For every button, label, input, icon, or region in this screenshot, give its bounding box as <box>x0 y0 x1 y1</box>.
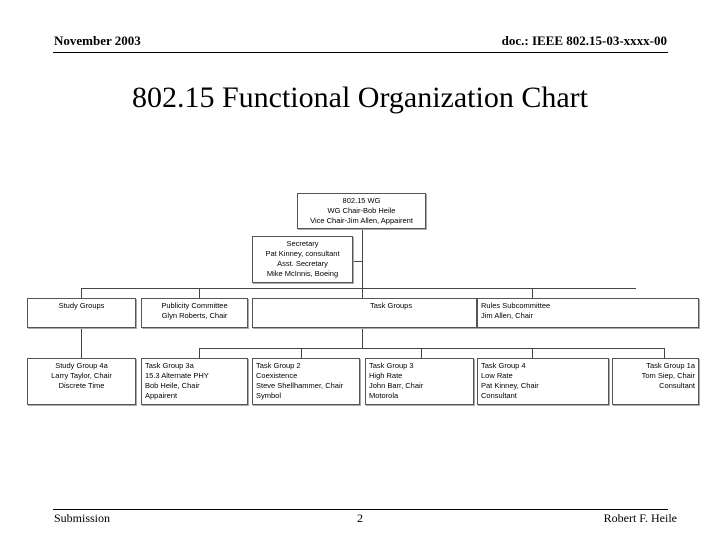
connector-line <box>532 288 533 298</box>
secretary-box: Secretary Pat Kinney, consultant Asst. S… <box>252 236 353 283</box>
box-line: Asst. Secretary <box>277 259 328 268</box>
box-line: Pat Kinney, Chair <box>481 381 539 390</box>
box-line: 15.3 Alternate PHY <box>145 371 209 380</box>
box-line: Task Groups <box>370 301 413 310</box>
connector-line <box>199 348 200 358</box>
box-line: Pat Kinney, consultant <box>265 249 340 258</box>
box-line: Glyn Roberts, Chair <box>161 311 228 320</box>
footer-author: Robert F. Heile <box>603 511 677 525</box>
box-line: Study Group 4a <box>55 361 108 370</box>
task-group-4-box: Task Group 4 Low Rate Pat Kinney, Chair … <box>477 358 609 405</box>
connector-line <box>81 328 82 358</box>
box-line: Publicity Committee <box>161 301 228 310</box>
connector-line <box>664 348 665 358</box>
footer-divider <box>53 509 668 510</box>
rules-subcommittee-box: Rules Subcommittee Jim Allen, Chair <box>477 298 699 328</box>
box-line: Symbol <box>256 391 282 400</box>
footer-submission: Submission <box>54 511 111 525</box>
task-group-3a-box: Task Group 3a 15.3 Alternate PHY Bob Hei… <box>141 358 248 405</box>
task-group-2-box: Task Group 2 Coexistence Steve Shellhamm… <box>252 358 360 405</box>
box-line: Study Groups <box>58 301 105 310</box>
connector-line <box>362 328 363 348</box>
box-line: Bob Heile, Chair <box>145 381 200 390</box>
slide-title: 802.15 Functional Organization Chart <box>131 81 589 114</box>
connector-line <box>362 229 363 298</box>
box-line: High Rate <box>369 371 403 380</box>
box-line: Task Group 2 <box>256 361 301 370</box>
box-line: Task Group 3 <box>369 361 414 370</box>
task-group-3-box: Task Group 3 High Rate John Barr, Chair … <box>365 358 474 405</box>
task-group-1a-box: Task Group 1a Tom Siep, Chair Consultant <box>612 358 699 405</box>
box-line: Steve Shellhammer, Chair <box>256 381 344 390</box>
box-line: Vice Chair-Jim Allen, Appairent <box>310 216 413 225</box>
box-line: Secretary <box>286 239 319 248</box>
connector-line <box>81 288 82 298</box>
connector-line <box>199 348 664 349</box>
box-line: Motorola <box>369 391 399 400</box>
connector-line <box>532 348 533 358</box>
box-line: WG Chair-Bob Heile <box>327 206 396 215</box>
box-line: 802.15 WG <box>342 196 381 205</box>
box-line: Task Group 3a <box>145 361 194 370</box>
box-line: Consultant <box>659 381 695 390</box>
box-line: Larry Taylor, Chair <box>51 371 112 380</box>
box-line: Mike McInnis, Boeing <box>266 269 339 278</box>
box-line: Task Group 1a <box>646 361 695 370</box>
connector-line <box>352 261 362 262</box>
study-groups-box: Study Groups <box>27 298 136 328</box>
box-line: Consultant <box>481 391 517 400</box>
box-line: John Barr, Chair <box>369 381 424 390</box>
header-date: November 2003 <box>54 33 141 48</box>
box-line: Rules Subcommittee <box>481 301 551 310</box>
connector-line <box>199 288 200 298</box>
box-line: Appairent <box>145 391 178 400</box>
box-line: Tom Siep, Chair <box>641 371 695 380</box>
page-number: 2 <box>357 511 363 525</box>
box-line: Coexistence <box>256 371 298 380</box>
connector-line <box>301 348 302 358</box>
study-group-4a-box: Study Group 4a Larry Taylor, Chair Discr… <box>27 358 136 405</box>
box-line: Jim Allen, Chair <box>481 311 534 320</box>
box-line: Low Rate <box>481 371 513 380</box>
connector-line <box>421 348 422 358</box>
header-divider <box>53 52 668 53</box>
task-groups-box: Task Groups <box>252 298 477 328</box>
connector-line <box>81 288 636 289</box>
publicity-committee-box: Publicity Committee Glyn Roberts, Chair <box>141 298 248 328</box>
box-line: Task Group 4 <box>481 361 526 370</box>
header-doc-id: doc.: IEEE 802.15-03-xxxx-00 <box>501 33 667 48</box>
box-line: Discrete Time <box>58 381 105 390</box>
wg-chair-box: 802.15 WG WG Chair-Bob Heile Vice Chair-… <box>297 193 426 229</box>
